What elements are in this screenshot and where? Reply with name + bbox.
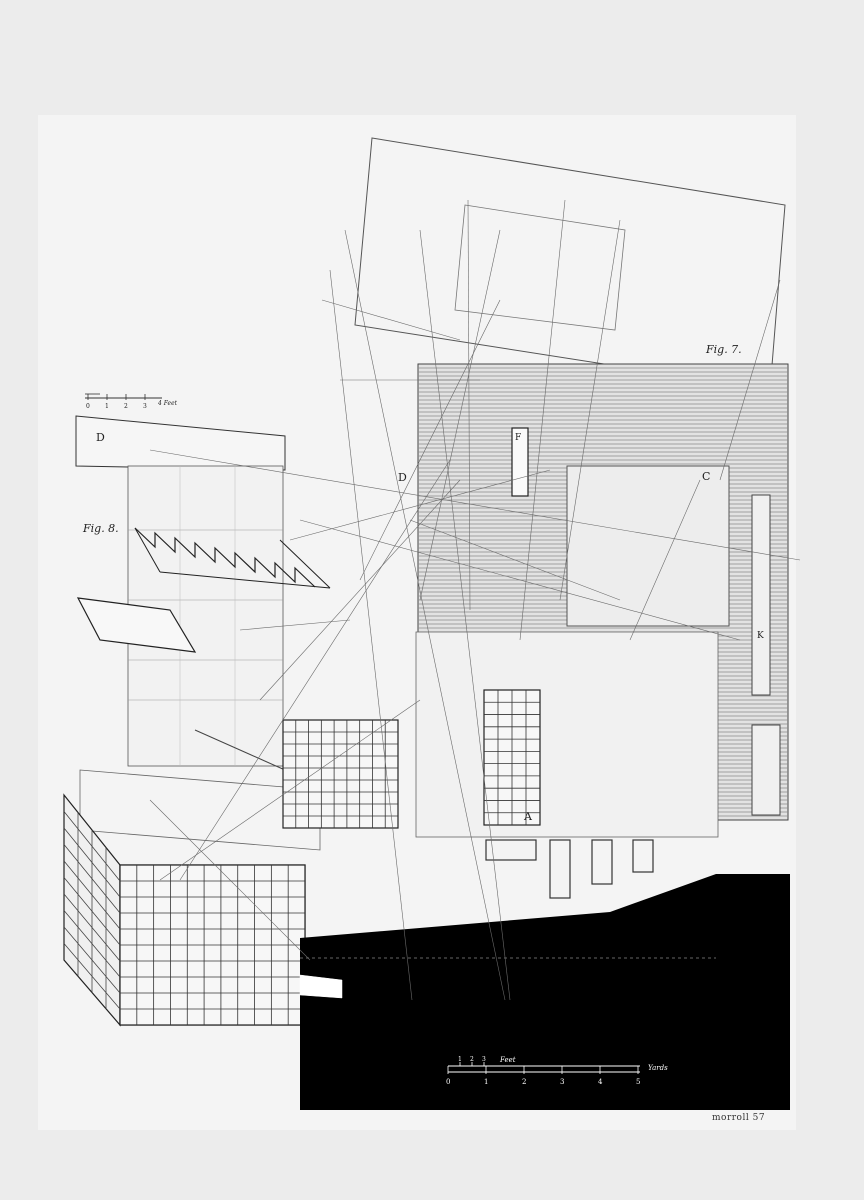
scale-bottom-upper-tick-label: 1 [458, 1056, 462, 1063]
scale-top-tick-label: 3 [143, 403, 147, 410]
scale-top-tick-label: 0 [86, 403, 90, 410]
scale-bottom-upper-tick-label: 3 [482, 1056, 486, 1063]
grid-column-center [483, 689, 541, 826]
construction-lines [149, 199, 801, 1001]
scale-bottom-lower-tick-label: 3 [560, 1078, 564, 1086]
scale-top-unit: 4 Feet [157, 400, 178, 407]
strip-k [751, 494, 771, 696]
scale-bottom-lower-tick-label: 4 [598, 1078, 603, 1086]
staircase-upper [134, 527, 331, 589]
small-rect-3 [591, 839, 613, 885]
figure-8-label: Fig. 8. [82, 522, 119, 535]
grid-square-left [282, 719, 399, 829]
label-a: A [523, 810, 533, 823]
central-lower-block [415, 631, 719, 838]
plate-c [566, 465, 730, 627]
scale-bottom-lower-tick-label: 0 [446, 1078, 450, 1086]
small-rect-4 [632, 839, 654, 873]
small-rect-2 [549, 839, 571, 899]
label-f: F [515, 433, 521, 443]
scale-bottom-lower-tick-label: 1 [484, 1078, 488, 1086]
scale-bottom-lower-unit: Yards [648, 1064, 668, 1072]
grid-cube [63, 793, 306, 1027]
scale-bottom-upper-tick-label: 2 [470, 1056, 474, 1063]
strip-lower [751, 724, 781, 816]
scale-top-tick-label: 2 [124, 403, 128, 410]
base-tab [299, 974, 343, 999]
label-k: K [757, 631, 764, 641]
scale-bar-top: 0 1 2 3 [85, 393, 162, 410]
signature: morroll 57 [712, 1113, 766, 1123]
label-d-left: D [96, 431, 105, 444]
scale-bottom-lower-tick-label: 2 [522, 1078, 526, 1086]
scale-bar-bottom: 1 2 3 0 1 2 3 4 5 [446, 1056, 640, 1086]
figure-7-label: Fig. 7. [705, 343, 742, 356]
scale-bottom-upper-unit: Feet [499, 1056, 516, 1064]
scale-bottom-lower-tick-label: 5 [636, 1078, 640, 1086]
small-rect-1 [485, 839, 537, 861]
solid-black-base [300, 874, 790, 1110]
tilted-frame-inner [454, 204, 626, 331]
label-c: C [702, 470, 710, 483]
scale-top-tick-label: 1 [105, 403, 109, 410]
tilted-plate [76, 597, 197, 653]
label-d-center: D [398, 471, 407, 484]
